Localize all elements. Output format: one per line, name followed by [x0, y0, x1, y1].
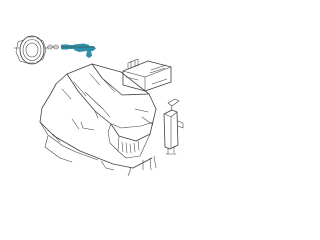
sensor-stem-icon	[86, 50, 92, 58]
parts-diagram	[13, 35, 184, 177]
diagram-svg	[13, 35, 184, 177]
control-module-icon	[122, 58, 172, 92]
antenna-unit-icon	[163, 98, 184, 155]
wheel-rim-icon	[13, 35, 49, 65]
tire-pressure-sensor	[60, 43, 96, 58]
car-front-icon	[39, 63, 157, 177]
fastener-icon	[47, 44, 59, 50]
